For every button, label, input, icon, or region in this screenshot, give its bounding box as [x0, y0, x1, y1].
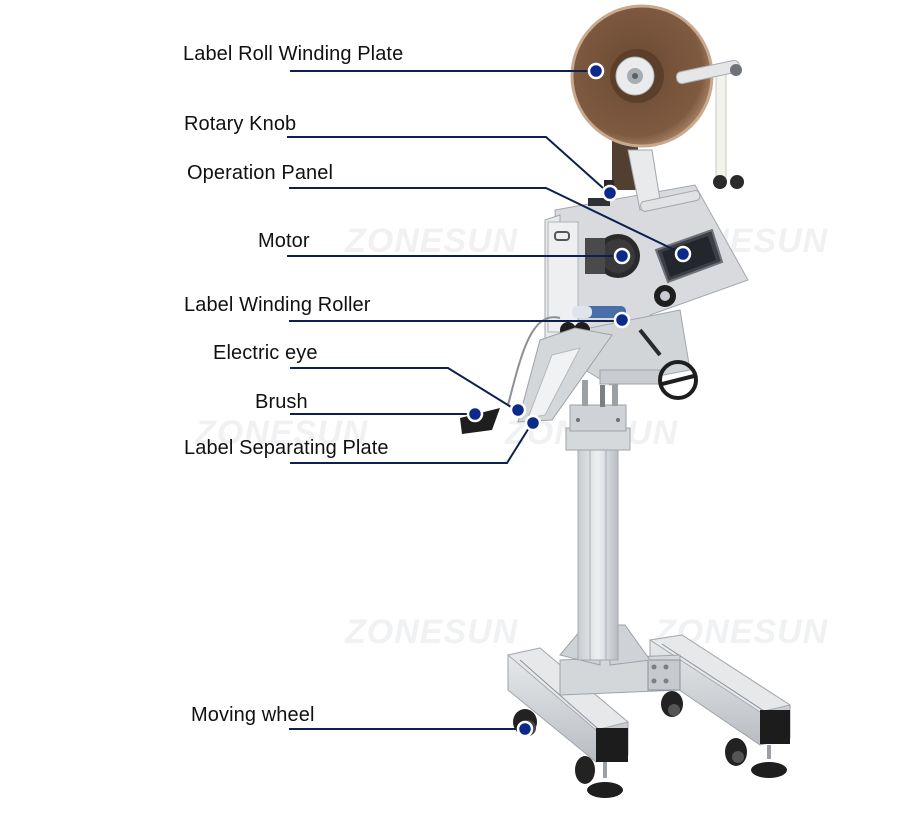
brush-label: Brush [255, 391, 308, 413]
rotary-knob-label: Rotary Knob [184, 113, 297, 135]
dot-motor [613, 247, 631, 265]
dot-label-roll-winding-plate [587, 62, 605, 80]
leader-lines [287, 70, 684, 730]
motor-label: Motor [258, 230, 310, 252]
leveling-foot [751, 745, 787, 778]
machine-housing [544, 184, 749, 386]
label-peeling-arm [460, 316, 613, 434]
dot-moving-wheel [516, 720, 534, 738]
moving-wheel-label: Moving wheel [191, 704, 315, 726]
winding-roller [560, 285, 676, 357]
dot-brush [466, 405, 484, 423]
stand-base [506, 624, 792, 798]
dot-rotary-knob [601, 184, 619, 202]
watermark: ZONESUN [345, 613, 519, 651]
label-winding-roller-label: Label Winding Roller [184, 294, 371, 316]
label-roll [570, 4, 744, 212]
caster-wheel [575, 756, 595, 784]
dot-electric-eye [509, 401, 527, 419]
label-roll-winding-plate-label: Label Roll Winding Plate [183, 43, 404, 65]
watermark: ZONESUN [345, 222, 519, 260]
caster-wheel [725, 738, 747, 766]
watermark: ZONESUN [195, 414, 369, 452]
caster-wheel [661, 691, 683, 717]
electric-eye-label: Electric eye [213, 342, 318, 364]
handwheel [658, 360, 698, 400]
dot-label-winding-roller [613, 311, 631, 329]
label-separating-plate-label: Label Separating Plate [184, 437, 389, 459]
operation-panel-label: Operation Panel [187, 162, 334, 184]
leveling-foot [587, 762, 623, 798]
callout-dots [466, 62, 692, 738]
dot-label-separating-plate [524, 414, 542, 432]
stand-column [565, 380, 631, 661]
dot-operation-panel [674, 245, 692, 263]
